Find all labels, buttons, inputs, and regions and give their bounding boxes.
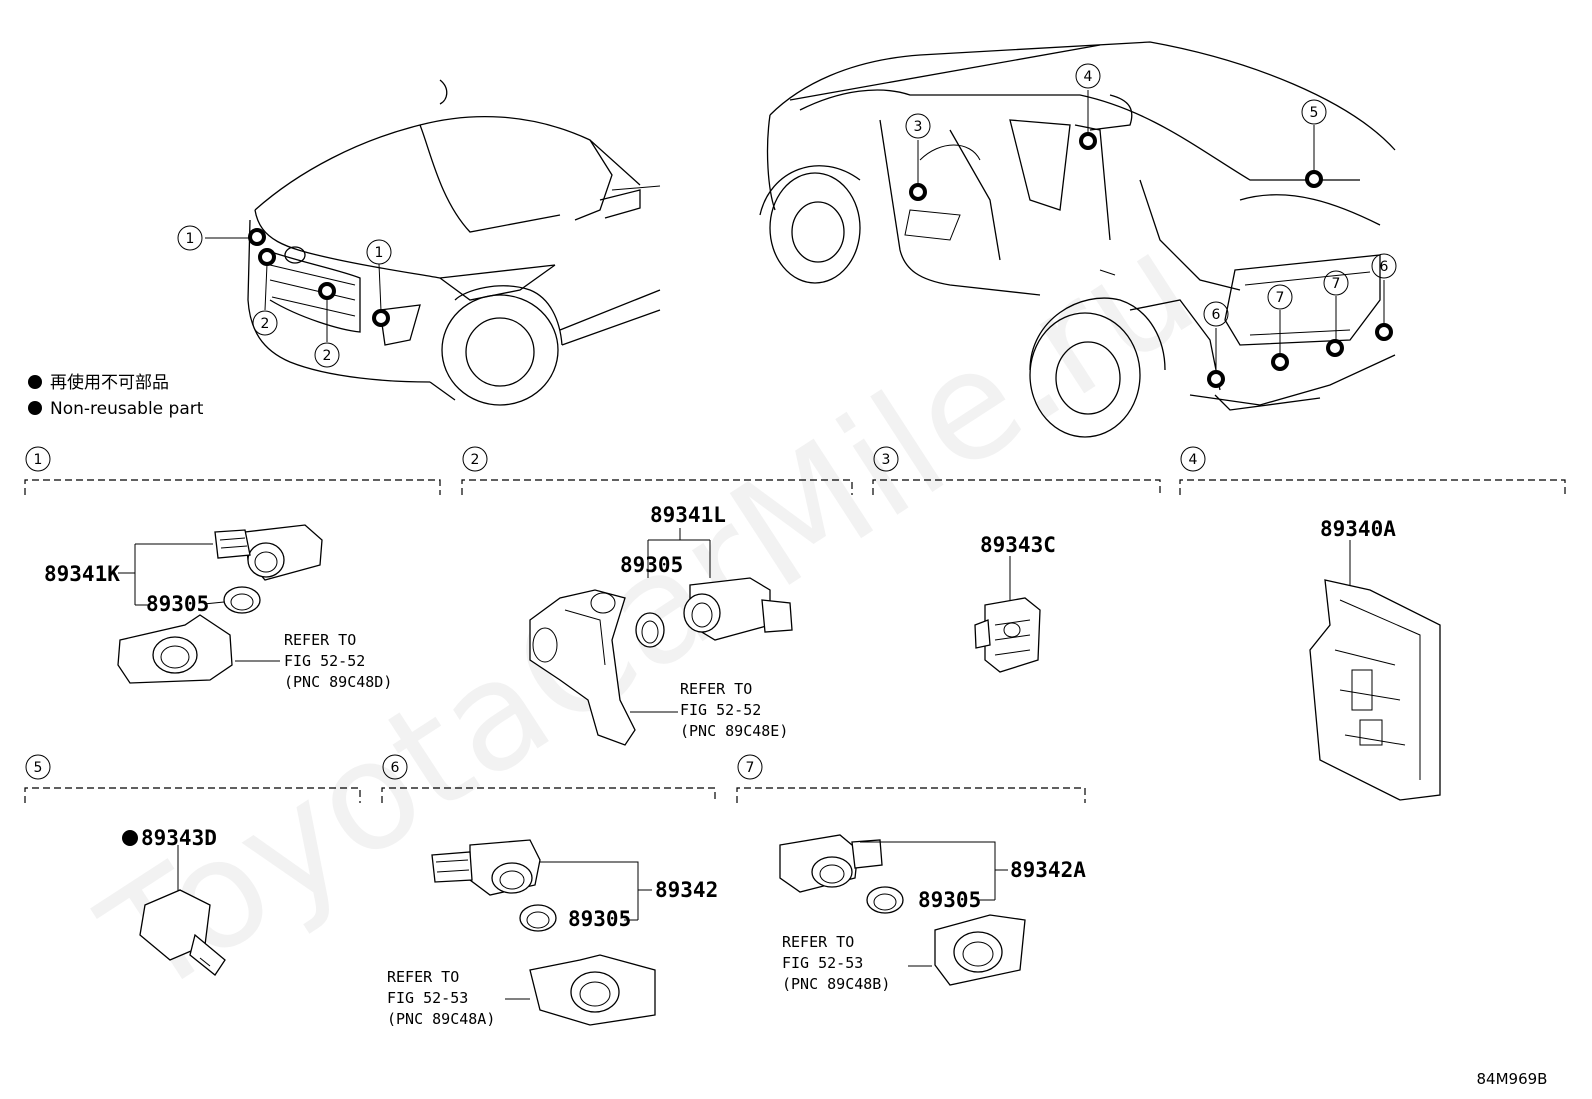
callout-1-right: 1 <box>366 239 392 265</box>
svg-text:6: 6 <box>391 760 400 776</box>
section-6-header: 6 <box>381 754 716 803</box>
marker-6b <box>1207 370 1225 388</box>
svg-text:2: 2 <box>261 316 270 332</box>
parking-assist-ecu <box>1309 579 1441 801</box>
part-number-89341L: 89341L <box>650 503 726 527</box>
svg-text:2: 2 <box>323 348 332 364</box>
refer-to-line3: (PNC 89C48D) <box>284 673 392 691</box>
svg-text:5: 5 <box>1310 105 1319 121</box>
callout-4-rear: 4 <box>1075 63 1101 89</box>
svg-text:4: 4 <box>1189 452 1198 468</box>
svg-text:3: 3 <box>914 119 923 135</box>
refer-to-line3: (PNC 89C48E) <box>680 722 788 740</box>
refer-to-line3: (PNC 89C48B) <box>782 975 890 993</box>
refer-to-line2: FIG 52-53 <box>387 989 468 1007</box>
diagram-code: 84M969B <box>1477 1070 1548 1088</box>
svg-text:7: 7 <box>1276 290 1285 306</box>
section-2-header: 2 <box>461 446 853 495</box>
marker-4 <box>1079 132 1097 150</box>
legend: 再使用不可部品 Non-reusable part <box>28 372 204 419</box>
section-7-parts <box>779 834 1026 986</box>
svg-text:2: 2 <box>471 452 480 468</box>
front-vehicle-illustration <box>247 79 661 406</box>
marker-2b <box>318 282 336 300</box>
callout-6-rear-left: 6 <box>1203 301 1229 327</box>
marker-5 <box>1305 170 1323 188</box>
refer-to-line1: REFER TO <box>284 631 356 649</box>
part-number-89340A: 89340A <box>1320 517 1396 541</box>
sensor-holder-bracket <box>529 589 636 746</box>
callout-7-rear-left: 7 <box>1267 284 1293 310</box>
legend-japanese: 再使用不可部品 <box>50 372 169 393</box>
section-1-header: 1 <box>24 446 441 495</box>
svg-text:1: 1 <box>34 452 43 468</box>
refer-to-line3: (PNC 89C48A) <box>387 1010 495 1028</box>
part-number-89305: 89305 <box>146 592 209 616</box>
section-1-parts <box>117 524 323 684</box>
part-number-89305: 89305 <box>918 888 981 912</box>
section-2-parts <box>529 528 793 746</box>
section-3-parts <box>974 556 1041 673</box>
section-5-parts <box>122 830 226 976</box>
refer-to-line1: REFER TO <box>387 968 459 986</box>
callout-3-rear: 3 <box>905 113 931 139</box>
rear-sensor-markers <box>909 90 1393 388</box>
svg-text:6: 6 <box>1380 259 1389 275</box>
part-number-89342: 89342 <box>655 878 718 902</box>
front-sensor-markers <box>205 228 390 342</box>
callout-2-left: 2 <box>252 310 278 336</box>
callout-7-rear-right: 7 <box>1323 270 1349 296</box>
callout-2-right: 2 <box>314 342 340 368</box>
non-reusable-dot-icon <box>122 830 138 846</box>
callout-1-left: 1 <box>177 225 203 251</box>
refer-to-line2: FIG 52-53 <box>782 954 863 972</box>
refer-to-line2: FIG 52-52 <box>680 701 761 719</box>
section-6-parts <box>431 839 656 1026</box>
svg-text:6: 6 <box>1212 307 1221 323</box>
part-number-89343D: 89343D <box>141 826 217 850</box>
marker-7b <box>1326 339 1344 357</box>
svg-text:7: 7 <box>746 760 755 776</box>
svg-text:5: 5 <box>34 760 43 776</box>
callout-6-rear-right: 6 <box>1371 253 1397 279</box>
svg-text:3: 3 <box>882 452 891 468</box>
svg-text:4: 4 <box>1084 69 1093 85</box>
marker-1b <box>372 309 390 327</box>
legend-english: Non-reusable part <box>50 399 204 419</box>
section-5-header: 5 <box>24 754 361 803</box>
part-number-89341K: 89341K <box>44 562 120 586</box>
marker-7a <box>1271 353 1289 371</box>
part-number-89305: 89305 <box>568 907 631 931</box>
callout-5-rear: 5 <box>1301 99 1327 125</box>
marker-1a <box>248 228 266 246</box>
refer-to-line2: FIG 52-52 <box>284 652 365 670</box>
buzzer-switch <box>984 597 1041 673</box>
part-number-89305: 89305 <box>620 553 683 577</box>
marker-3 <box>909 183 927 201</box>
section-4-header: 4 <box>1179 446 1566 495</box>
legend-dot-icon <box>28 375 42 389</box>
section-7-header: 7 <box>736 754 1086 803</box>
refer-to-line1: REFER TO <box>680 680 752 698</box>
svg-text:7: 7 <box>1332 276 1341 292</box>
marker-2a <box>258 248 276 266</box>
refer-to-line1: REFER TO <box>782 933 854 951</box>
svg-text:1: 1 <box>186 231 195 247</box>
legend-dot-icon <box>28 401 42 415</box>
svg-text:1: 1 <box>375 245 384 261</box>
marker-6a <box>1375 323 1393 341</box>
section-3-header: 3 <box>872 446 1161 495</box>
part-number-89342A: 89342A <box>1010 858 1086 882</box>
part-number-89343C: 89343C <box>980 533 1056 557</box>
section-4-parts <box>1309 540 1441 801</box>
